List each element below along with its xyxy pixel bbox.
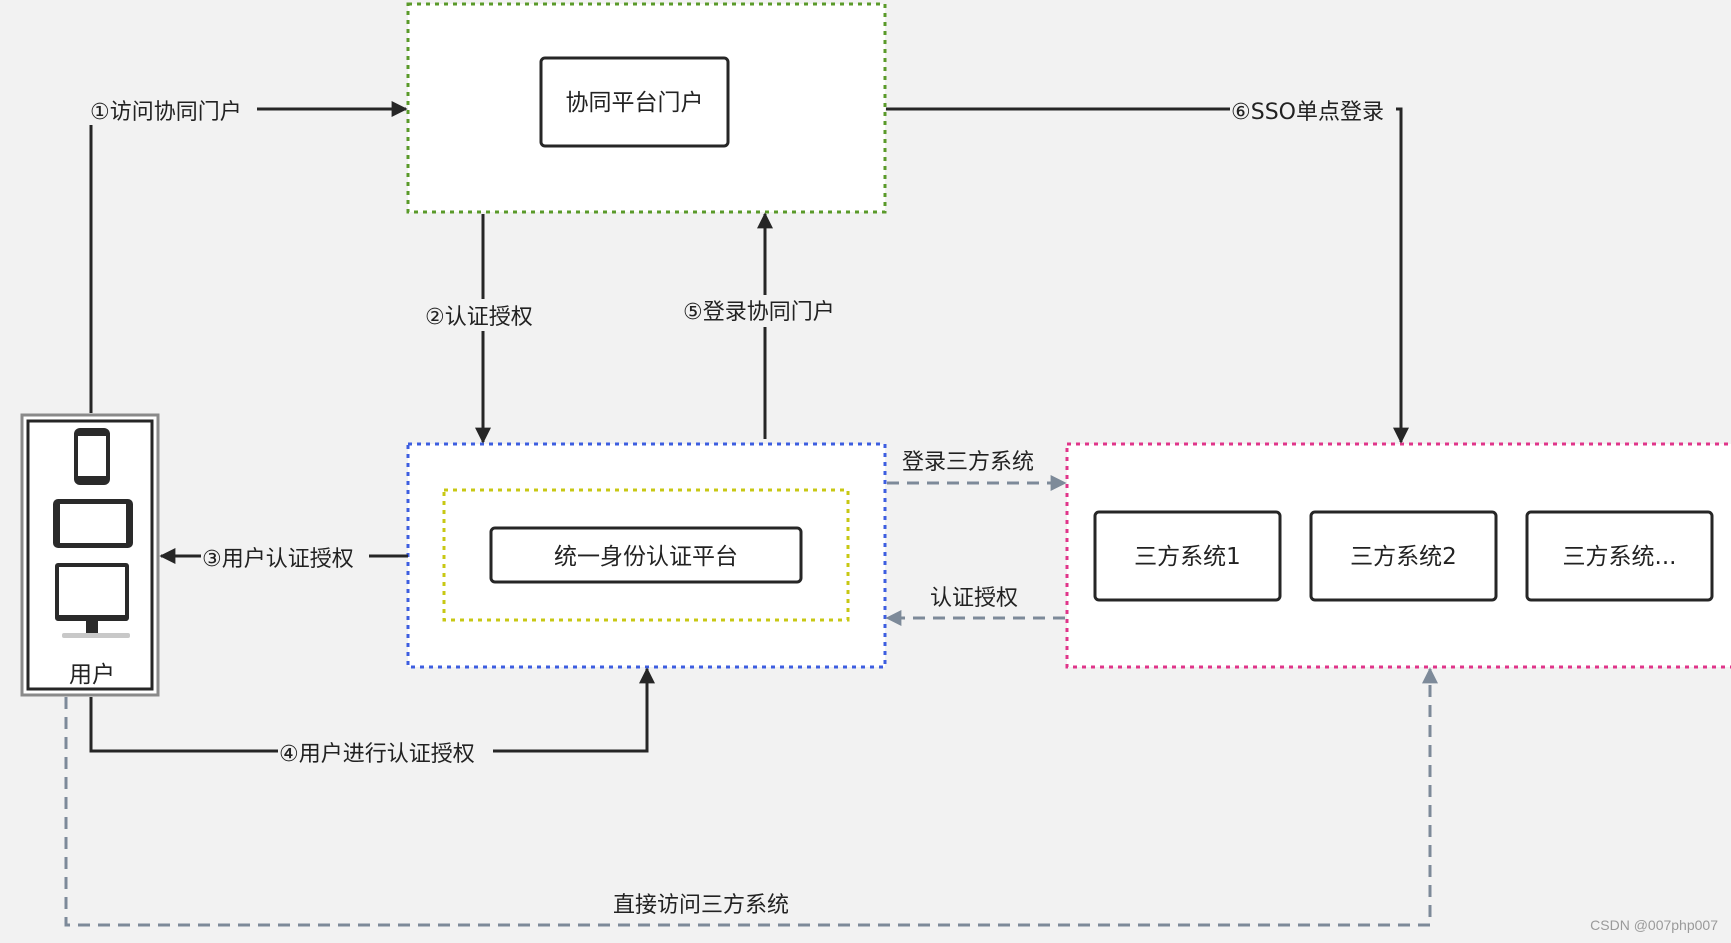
edge-6-label: ⑥SSO单点登录 [1231, 100, 1384, 125]
user-label: 用户 [69, 662, 115, 688]
phone-icon [74, 428, 110, 485]
edge-direct-label: 直接访问三方系统 [613, 893, 789, 918]
edge-5-label: ⑤登录协同门户 [683, 300, 835, 325]
desktop-icon [55, 563, 130, 638]
edge-3-label: ③用户认证授权 [202, 547, 354, 572]
portal-label: 协同平台门户 [566, 90, 704, 116]
edge-direct-line [64, 667, 1438, 927]
portal-box [539, 56, 730, 148]
edge-auth-back-label: 认证授权 [930, 586, 1018, 611]
user-node: 用户 [20, 413, 160, 697]
third-party-box-1 [1093, 510, 1282, 602]
third-party-box-3 [1525, 510, 1714, 602]
edge-4-label: ④用户进行认证授权 [279, 742, 475, 767]
edge-1-line [89, 101, 408, 413]
edge-1-label: ①访问协同门户 [90, 100, 242, 125]
tablet-icon [53, 499, 133, 548]
edge-2-label: ②认证授权 [425, 305, 533, 330]
watermark: CSDN @007php007 [1590, 917, 1718, 933]
edge-6-line [886, 107, 1409, 444]
third-party-box-2 [1309, 510, 1498, 602]
edge-login-third-label: 登录三方系统 [902, 450, 1034, 475]
third-party-label-1: 三方系统1 [1134, 544, 1241, 570]
third-party-label-3: 三方系统... [1563, 544, 1677, 570]
uia-label: 统一身份认证平台 [554, 544, 738, 570]
uia-box [489, 526, 803, 584]
third-party-label-2: 三方系统2 [1350, 544, 1457, 570]
